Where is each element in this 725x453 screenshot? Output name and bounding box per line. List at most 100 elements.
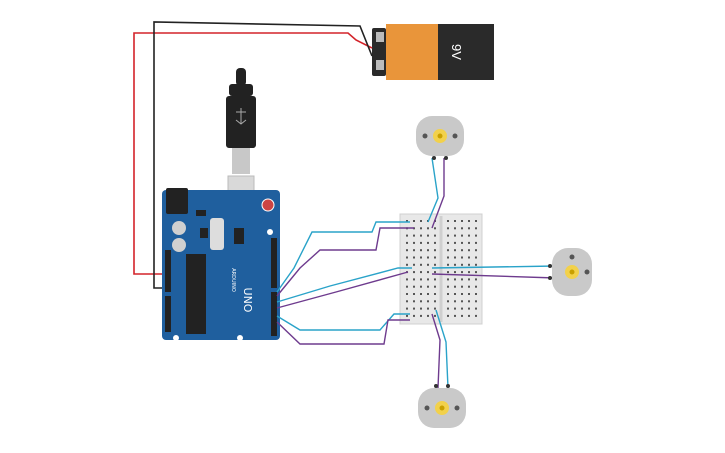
breadboard-hole xyxy=(434,285,436,288)
breadboard-hole xyxy=(468,249,470,252)
breadboard-hole xyxy=(434,249,436,252)
breadboard-hole xyxy=(454,300,456,303)
breadboard-hole xyxy=(447,285,449,288)
breadboard-hole xyxy=(413,263,415,266)
breadboard-hole xyxy=(427,285,429,288)
breadboard-hole xyxy=(420,307,422,310)
breadboard-hole xyxy=(475,293,477,295)
breadboard-hole xyxy=(475,241,477,244)
breadboard-hole xyxy=(447,263,449,266)
breadboard-hole xyxy=(420,314,422,317)
breadboard-hole xyxy=(475,263,477,266)
breadboard-hole xyxy=(454,256,456,259)
breadboard-hole xyxy=(461,300,463,303)
breadboard-hole xyxy=(427,278,429,281)
breadboard-hole xyxy=(461,249,463,252)
breadboard-hole xyxy=(454,220,456,222)
breadboard-hole xyxy=(434,241,436,244)
breadboard-hole xyxy=(413,256,415,259)
breadboard-hole xyxy=(420,278,422,281)
arduino-brand-label: ARDUINO xyxy=(230,268,236,292)
breadboard-hole xyxy=(468,278,470,281)
breadboard-hole xyxy=(454,249,456,252)
breadboard-hole xyxy=(420,249,422,252)
breadboard-hole xyxy=(468,256,470,259)
battery-9v[interactable]: 9V xyxy=(372,24,494,80)
breadboard-hole xyxy=(454,278,456,281)
breadboard-hole xyxy=(434,227,436,230)
breadboard-hole xyxy=(427,256,429,259)
breadboard-hole xyxy=(434,234,436,237)
breadboard-hole xyxy=(461,263,463,266)
arduino-board-icon[interactable]: UNO ARDUINO xyxy=(162,188,280,341)
breadboard-hole xyxy=(427,249,429,252)
breadboard-hole xyxy=(427,241,429,244)
breadboard-hole xyxy=(461,278,463,281)
breadboard-hole xyxy=(447,241,449,244)
breadboard-hole xyxy=(413,220,415,222)
breadboard-hole xyxy=(475,220,477,222)
breadboard-hole xyxy=(454,263,456,266)
breadboard-hole xyxy=(427,307,429,310)
breadboard-hole xyxy=(468,293,470,295)
breadboard-hole xyxy=(461,307,463,310)
breadboard-hole xyxy=(461,256,463,259)
breadboard-hole xyxy=(420,293,422,295)
breadboard-hole xyxy=(447,249,449,252)
breadboard-hole xyxy=(475,285,477,288)
breadboard-hole xyxy=(468,220,470,222)
breadboard-hole xyxy=(413,241,415,244)
arduino-model-label: UNO xyxy=(241,288,254,313)
breadboard-hole xyxy=(447,278,449,281)
breadboard-hole xyxy=(427,227,429,230)
breadboard-hole xyxy=(413,249,415,252)
breadboard-hole xyxy=(475,234,477,237)
breadboard-hole xyxy=(461,234,463,237)
breadboard-hole xyxy=(468,314,470,317)
breadboard-hole xyxy=(454,271,456,274)
breadboard-hole xyxy=(420,271,422,274)
breadboard-hole xyxy=(468,307,470,310)
breadboard-hole xyxy=(413,285,415,288)
breadboard-hole xyxy=(420,285,422,288)
breadboard-hole xyxy=(447,271,449,274)
power-wires xyxy=(133,21,373,289)
dc-motor-icon[interactable] xyxy=(548,248,592,296)
breadboard-hole xyxy=(413,278,415,281)
breadboard-hole xyxy=(427,314,429,317)
breadboard-hole xyxy=(427,234,429,237)
breadboard-hole xyxy=(406,241,408,244)
breadboard-hole xyxy=(454,241,456,244)
breadboard-hole xyxy=(406,293,408,295)
breadboard-hole xyxy=(406,234,408,237)
breadboard-hole xyxy=(406,285,408,288)
breadboard-hole xyxy=(406,278,408,281)
breadboard-hole xyxy=(413,300,415,303)
breadboard-hole xyxy=(420,234,422,237)
breadboard-hole xyxy=(434,271,436,274)
breadboard-hole xyxy=(420,300,422,303)
breadboard-hole xyxy=(406,300,408,303)
dc-motor-icon[interactable] xyxy=(416,116,464,160)
breadboard-hole xyxy=(454,285,456,288)
breadboard-hole xyxy=(461,241,463,244)
breadboard-hole xyxy=(420,220,422,222)
breadboard-hole xyxy=(406,307,408,310)
breadboard-hole xyxy=(420,241,422,244)
breadboard-hole xyxy=(454,293,456,295)
breadboard-icon[interactable] xyxy=(399,213,483,325)
breadboard-hole xyxy=(468,263,470,266)
dc-motor-icon[interactable] xyxy=(418,384,466,428)
breadboard-hole xyxy=(413,293,415,295)
breadboard-hole xyxy=(420,263,422,266)
signal-wires xyxy=(276,157,557,389)
breadboard-hole xyxy=(434,314,436,317)
breadboard-hole xyxy=(468,227,470,230)
breadboard-hole xyxy=(461,227,463,230)
breadboard-hole xyxy=(447,307,449,310)
breadboard-hole xyxy=(434,278,436,281)
breadboard-hole xyxy=(447,314,449,317)
breadboard-hole xyxy=(427,293,429,295)
breadboard-hole xyxy=(447,300,449,303)
